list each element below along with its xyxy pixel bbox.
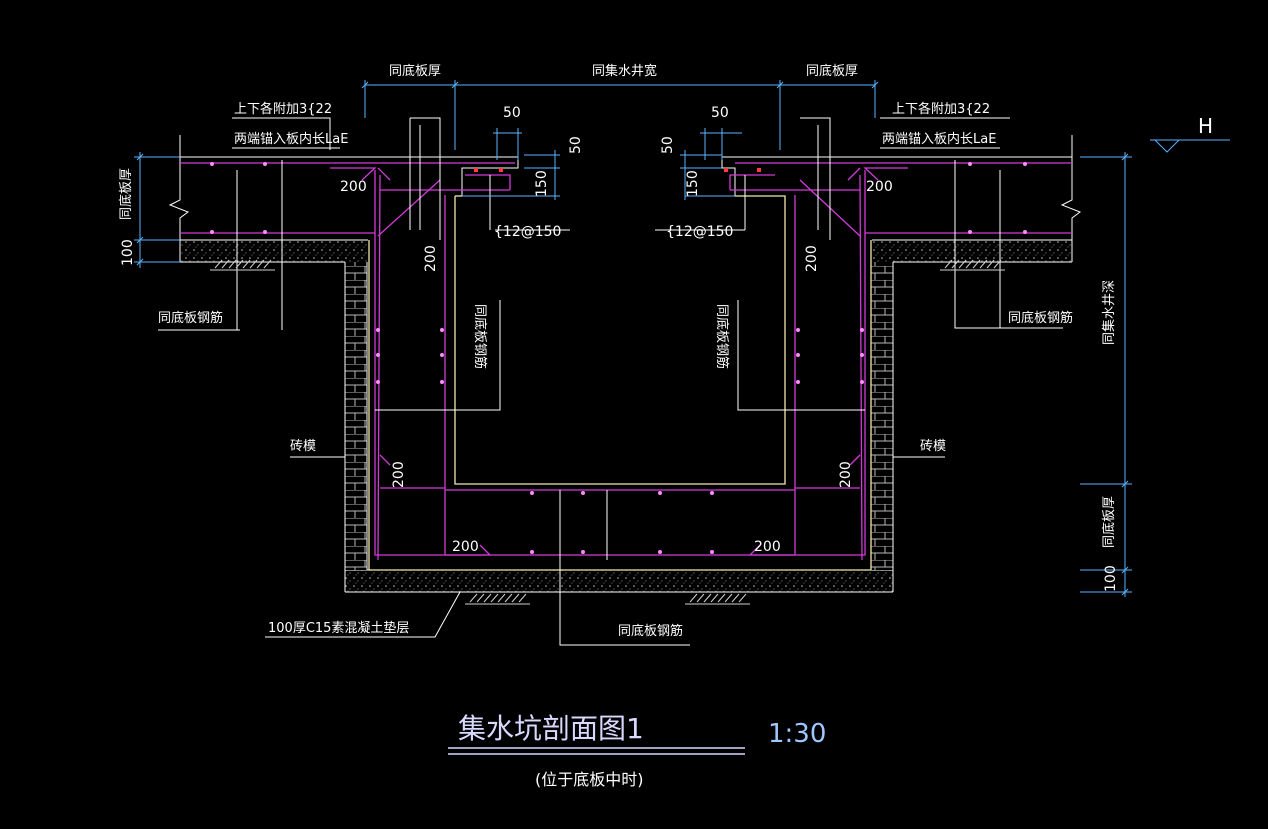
lap-200-g: 200 — [452, 539, 479, 555]
dim-right-100: 100 — [1103, 565, 1119, 592]
rebar-right: {12@150 — [666, 224, 733, 240]
lap-200-a: 200 — [340, 179, 367, 195]
extra-bars-left-1: 上下各附加3{22 — [234, 101, 332, 117]
dim-50-left-h: 50 — [503, 105, 521, 121]
dim-left-100: 100 — [120, 239, 136, 266]
cushion-right — [872, 240, 1072, 262]
brick-mould-left — [345, 262, 367, 570]
dim-50-right-v: 50 — [660, 136, 676, 154]
dim-150-left: 150 — [534, 170, 550, 197]
brick-mould-right — [871, 262, 893, 570]
drawing-subtitle: (位于底板中时) — [535, 770, 644, 789]
dim-top-right: 同底板厚 — [806, 63, 858, 79]
extra-bars-right-1: 上下各附加3{22 — [892, 101, 990, 117]
same-rebar-bottom: 同底板钢筋 — [618, 623, 683, 639]
lap-200-f: 200 — [838, 461, 854, 488]
lap-200-h: 200 — [754, 539, 781, 555]
same-rebar-inner-left: 同底板钢筋 — [472, 304, 488, 369]
brick-left: 砖模 — [290, 439, 316, 454]
dim-top-left: 同底板厚 — [389, 63, 441, 79]
title-underline — [448, 747, 745, 755]
dim-50-left-v: 50 — [568, 136, 584, 154]
dim-right-depth: 同集水井深 — [1101, 280, 1117, 345]
dim-left-plate: 同底板厚 — [118, 168, 134, 220]
dim-50-right-h: 50 — [711, 105, 729, 121]
drawing-scale: 1:30 — [768, 719, 826, 749]
rebar-left: {12@150 — [494, 224, 561, 240]
extra-bars-right-2: 两端锚入板内长LaE — [882, 131, 996, 147]
cushion-bottom — [345, 570, 893, 592]
dim-150-right: 150 — [685, 170, 701, 197]
lap-200-d: 200 — [804, 245, 820, 272]
cushion-label: 100厚C15素混凝土垫层 — [268, 620, 409, 636]
dim-right-plate: 同底板厚 — [1101, 496, 1117, 548]
same-rebar-right: 同底板钢筋 — [1008, 310, 1073, 326]
lap-200-c: 200 — [423, 245, 439, 272]
dim-top-center: 同集水井宽 — [592, 63, 657, 79]
earth-hatch — [210, 259, 1005, 605]
same-rebar-left: 同底板钢筋 — [158, 310, 223, 326]
rebar-dots — [210, 162, 1027, 554]
extra-bars-left-2: 两端锚入板内长LaE — [234, 131, 348, 147]
drawing-title: 集水坑剖面图1 — [458, 712, 644, 745]
same-rebar-inner-right: 同底板钢筋 — [714, 304, 730, 369]
lap-200-e: 200 — [391, 461, 407, 488]
cushion-left — [180, 240, 368, 262]
level-mark: H — [1198, 114, 1213, 138]
brick-right: 砖模 — [920, 439, 946, 454]
lap-200-b: 200 — [866, 179, 893, 195]
